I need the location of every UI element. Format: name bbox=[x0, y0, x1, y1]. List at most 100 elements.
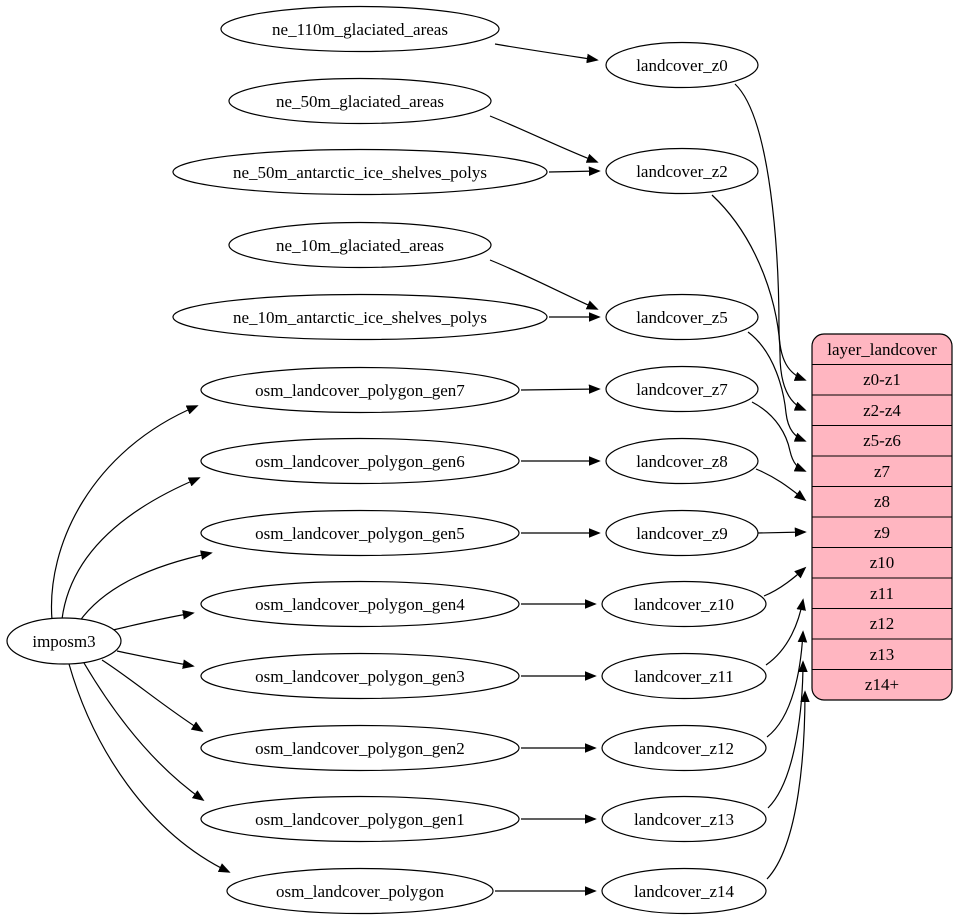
node-landcover-z13: landcover_z13 bbox=[601, 795, 767, 843]
node-ellipse bbox=[200, 652, 520, 700]
node-osm-landcover-polygon-gen1: osm_landcover_polygon_gen1 bbox=[200, 795, 520, 843]
node-ellipse bbox=[172, 293, 548, 341]
edge-ne50m-antarctic-to-z2 bbox=[548, 166, 601, 177]
node-ellipse bbox=[605, 147, 759, 195]
node-label: ne_50m_antarctic_ice_shelves_polys bbox=[233, 163, 487, 182]
node-label: osm_landcover_polygon bbox=[276, 882, 445, 901]
table-row-z9: z9 bbox=[874, 523, 890, 542]
node-landcover-z12: landcover_z12 bbox=[601, 724, 767, 772]
node-ellipse bbox=[605, 41, 759, 89]
node-landcover-z10: landcover_z10 bbox=[601, 580, 767, 628]
node-osm-landcover-polygon-gen5: osm_landcover_polygon_gen5 bbox=[200, 509, 520, 557]
node-ellipse bbox=[200, 437, 520, 485]
node-label: landcover_z0 bbox=[636, 56, 728, 75]
edge-z9-to-row-z9 bbox=[757, 527, 807, 538]
edge-z5-to-row-z5-z6 bbox=[747, 331, 807, 442]
node-ellipse bbox=[200, 795, 520, 843]
table-row-z10: z10 bbox=[870, 553, 895, 572]
edge-imposm3-to-gen5 bbox=[78, 550, 213, 623]
edge-z12-to-row-z12 bbox=[766, 630, 808, 738]
table-row-z2-z4: z2-z4 bbox=[863, 401, 901, 420]
node-ellipse bbox=[601, 724, 767, 772]
table-row-z8: z8 bbox=[874, 492, 890, 511]
edge-ne110m-to-z0 bbox=[494, 43, 599, 64]
node-ellipse bbox=[601, 795, 767, 843]
edge-z10-to-row-z10 bbox=[763, 566, 807, 597]
edge-z11-to-row-z11 bbox=[765, 598, 806, 666]
edge-z2-to-row-z2-z4 bbox=[711, 194, 807, 411]
edge-z0-to-row-z0-z1 bbox=[734, 83, 807, 381]
edge-gen7-to-z7 bbox=[520, 384, 601, 394]
node-label: landcover_z8 bbox=[636, 452, 728, 471]
node-label: osm_landcover_polygon_gen4 bbox=[255, 595, 465, 614]
node-label: ne_10m_antarctic_ice_shelves_polys bbox=[233, 308, 487, 327]
table-row-z13: z13 bbox=[870, 645, 895, 664]
node-label: ne_10m_glaciated_areas bbox=[276, 236, 444, 255]
table-row-z5-z6: z5-z6 bbox=[863, 431, 901, 450]
edge-z7-to-row-z7 bbox=[751, 401, 807, 472]
node-landcover-z7: landcover_z7 bbox=[605, 365, 759, 413]
table-title: layer_landcover bbox=[827, 340, 937, 359]
node-ne-50m-glaciated-areas: ne_50m_glaciated_areas bbox=[228, 77, 492, 125]
node-ellipse bbox=[605, 365, 759, 413]
node-ne-10m-glaciated-areas: ne_10m_glaciated_areas bbox=[228, 221, 492, 269]
edge-imposm3-to-polygon bbox=[68, 663, 231, 873]
edge-imposm3-to-gen2 bbox=[101, 659, 204, 732]
node-label: imposm3 bbox=[32, 632, 95, 651]
node-ellipse bbox=[200, 366, 520, 414]
node-label: osm_landcover_polygon_gen2 bbox=[255, 739, 465, 758]
node-ellipse bbox=[228, 221, 492, 269]
node-label: osm_landcover_polygon_gen7 bbox=[255, 381, 465, 400]
node-label: landcover_z13 bbox=[634, 810, 734, 829]
edge-z8-to-row-z8 bbox=[755, 468, 807, 502]
node-osm-landcover-polygon-gen3: osm_landcover_polygon_gen3 bbox=[200, 652, 520, 700]
node-ellipse bbox=[605, 293, 759, 341]
node-label: landcover_z5 bbox=[636, 308, 728, 327]
edge-z13-to-row-z13 bbox=[767, 660, 808, 809]
edge-z14-to-row-z14plus bbox=[766, 690, 810, 880]
edges-source-to-stage bbox=[489, 43, 601, 896]
edge-ne50m-glaciated-to-z2 bbox=[489, 115, 599, 163]
node-landcover-z9: landcover_z9 bbox=[605, 509, 759, 557]
edge-imposm3-to-gen1 bbox=[83, 662, 205, 802]
node-ellipse bbox=[601, 580, 767, 628]
node-label: landcover_z11 bbox=[634, 667, 733, 686]
node-label: osm_landcover_polygon_gen6 bbox=[255, 452, 465, 471]
node-ellipse bbox=[605, 437, 759, 485]
node-ellipse bbox=[601, 867, 767, 915]
node-ne-110m-glaciated-areas: ne_110m_glaciated_areas bbox=[220, 5, 500, 53]
node-label: landcover_z2 bbox=[636, 162, 728, 181]
edges-imposm3 bbox=[50, 405, 231, 873]
table-row-z12: z12 bbox=[870, 614, 895, 633]
node-label: osm_landcover_polygon_gen3 bbox=[255, 667, 465, 686]
node-ellipse bbox=[200, 509, 520, 557]
node-label: ne_110m_glaciated_areas bbox=[272, 20, 448, 39]
node-landcover-z0: landcover_z0 bbox=[605, 41, 759, 89]
table-row-z14plus: z14+ bbox=[865, 675, 899, 694]
table-row-z11: z11 bbox=[870, 584, 894, 603]
node-landcover-z14: landcover_z14 bbox=[601, 867, 767, 915]
node-imposm3: imposm3 bbox=[6, 617, 122, 665]
node-ne-50m-antarctic-ice-shelves-polys: ne_50m_antarctic_ice_shelves_polys bbox=[172, 148, 548, 196]
node-label: ne_50m_glaciated_areas bbox=[276, 92, 444, 111]
table-row-z0-z1: z0-z1 bbox=[863, 370, 901, 389]
node-osm-landcover-polygon-gen7: osm_landcover_polygon_gen7 bbox=[200, 366, 520, 414]
edge-imposm3-to-gen4 bbox=[112, 610, 195, 631]
node-osm-landcover-polygon: osm_landcover_polygon bbox=[226, 867, 494, 915]
node-osm-landcover-polygon-gen2: osm_landcover_polygon_gen2 bbox=[200, 724, 520, 772]
node-ellipse bbox=[220, 5, 500, 53]
node-landcover-z11: landcover_z11 bbox=[601, 652, 767, 700]
node-ellipse bbox=[172, 148, 548, 196]
node-label: landcover_z14 bbox=[634, 882, 735, 901]
table-row-z7: z7 bbox=[874, 462, 891, 481]
node-label: landcover_z9 bbox=[636, 524, 728, 543]
node-ellipse bbox=[226, 867, 494, 915]
node-ne-10m-antarctic-ice-shelves-polys: ne_10m_antarctic_ice_shelves_polys bbox=[172, 293, 548, 341]
node-label: landcover_z7 bbox=[636, 380, 728, 399]
node-label: landcover_z12 bbox=[634, 739, 734, 758]
node-label: landcover_z10 bbox=[634, 595, 734, 614]
node-ellipse bbox=[200, 580, 520, 628]
node-ellipse bbox=[605, 509, 759, 557]
